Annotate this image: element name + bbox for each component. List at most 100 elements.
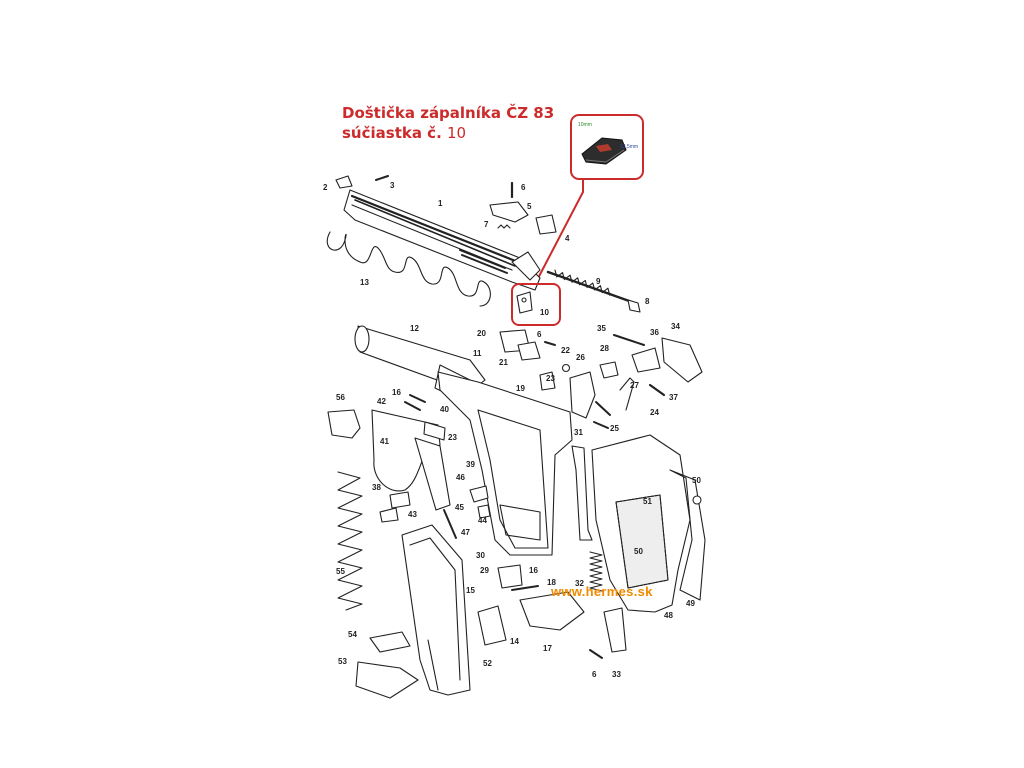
label-6: 6 <box>521 183 526 192</box>
part-3 <box>375 175 389 181</box>
title-part-number: 10 <box>447 124 467 142</box>
part-17 <box>519 591 585 631</box>
part-18-16 <box>511 585 539 591</box>
part-27-25 <box>593 401 611 429</box>
label-33: 33 <box>612 670 621 679</box>
label-38: 38 <box>372 483 381 492</box>
part-14 <box>477 605 507 646</box>
label-7: 7 <box>484 220 489 229</box>
hammer-spring <box>589 551 603 592</box>
part-7-spring <box>497 224 511 229</box>
label-26: 26 <box>576 353 585 362</box>
label-24: 24 <box>650 408 659 417</box>
label-27: 27 <box>630 381 639 390</box>
title-part-prefix: súčiastka č. <box>342 124 442 142</box>
label-42: 42 <box>377 397 386 406</box>
part-35 <box>613 334 645 346</box>
label-53: 53 <box>338 657 347 666</box>
label-17: 17 <box>543 644 552 653</box>
label-41: 41 <box>380 437 389 446</box>
part-28 <box>599 361 619 379</box>
firing-pin-spring <box>554 269 611 296</box>
label-1: 1 <box>438 199 443 208</box>
label-34: 34 <box>671 322 680 331</box>
highlight-connector-line <box>533 175 584 287</box>
label-40: 40 <box>440 405 449 414</box>
label-6b: 6 <box>537 330 542 339</box>
label-50: 50 <box>692 476 701 485</box>
label-50b: 50 <box>634 547 643 556</box>
part-26 <box>569 371 596 419</box>
label-30: 30 <box>476 551 485 560</box>
part-16-42-pins <box>404 394 426 411</box>
label-25: 25 <box>610 424 619 433</box>
part-44 <box>477 504 491 519</box>
label-16: 16 <box>392 388 401 397</box>
part-29 <box>497 564 523 589</box>
label-6c: 6 <box>592 670 597 679</box>
part-31 <box>571 445 593 541</box>
title-line-1: Doštička zápalníka ČZ 83 <box>342 104 555 122</box>
part-40 <box>423 421 446 441</box>
part-8 <box>627 299 641 313</box>
label-16b: 16 <box>529 566 538 575</box>
label-54: 54 <box>348 630 357 639</box>
part-54 <box>369 631 411 653</box>
label-49: 49 <box>686 599 695 608</box>
part-22-ball <box>561 363 571 373</box>
label-18: 18 <box>547 578 556 587</box>
title-line-2: súčiastka č. 10 <box>342 123 554 143</box>
label-39: 39 <box>466 460 475 469</box>
part-photo-icon <box>581 137 627 165</box>
part-10-highlight-box <box>511 283 561 326</box>
label-21: 21 <box>499 358 508 367</box>
label-43: 43 <box>408 510 417 519</box>
part-2 <box>335 175 353 189</box>
part-53-floorplate <box>355 661 419 699</box>
label-10: 10 <box>540 308 549 317</box>
part-38 <box>389 491 411 509</box>
label-32: 32 <box>575 579 584 588</box>
part-24 <box>619 377 635 411</box>
plate-hole <box>521 297 527 303</box>
label-47: 47 <box>461 528 470 537</box>
label-55: 55 <box>336 567 345 576</box>
part-6-bottom <box>589 649 603 659</box>
part-6-mid <box>544 341 556 346</box>
part-33 <box>603 607 627 653</box>
label-4: 4 <box>565 234 570 243</box>
label-23: 23 <box>546 374 555 383</box>
label-44: 44 <box>478 516 487 525</box>
label-37: 37 <box>669 393 678 402</box>
label-11: 11 <box>473 349 482 358</box>
label-48: 48 <box>664 611 673 620</box>
label-56: 56 <box>336 393 345 402</box>
part-36 <box>631 347 661 373</box>
part-5 <box>489 201 529 223</box>
label-46: 46 <box>456 473 465 482</box>
label-52: 52 <box>483 659 492 668</box>
label-19: 19 <box>516 384 525 393</box>
part-47-pin <box>443 509 457 539</box>
part-labels: 2 3 1 6 5 7 4 13 9 8 10 12 20 6 35 36 34… <box>323 181 701 679</box>
label-3: 3 <box>390 181 395 190</box>
part-34 <box>661 337 703 383</box>
label-2: 2 <box>323 183 328 192</box>
firing-pin <box>546 270 634 304</box>
label-28: 28 <box>600 344 609 353</box>
label-15: 15 <box>466 586 475 595</box>
slide-part <box>343 189 541 291</box>
label-29: 29 <box>480 566 489 575</box>
part-21 <box>517 341 541 361</box>
part-37 <box>648 383 666 397</box>
recoil-spring <box>326 231 491 307</box>
label-45: 45 <box>455 503 464 512</box>
part-4 <box>535 214 557 235</box>
frame-part <box>437 371 573 556</box>
label-8: 8 <box>645 297 650 306</box>
label-51: 51 <box>643 497 652 506</box>
diagram-title: Doštička zápalníka ČZ 83 súčiastka č. 10 <box>342 103 554 143</box>
website-watermark: www.hermes.sk <box>551 584 653 599</box>
label-5: 5 <box>527 202 532 211</box>
